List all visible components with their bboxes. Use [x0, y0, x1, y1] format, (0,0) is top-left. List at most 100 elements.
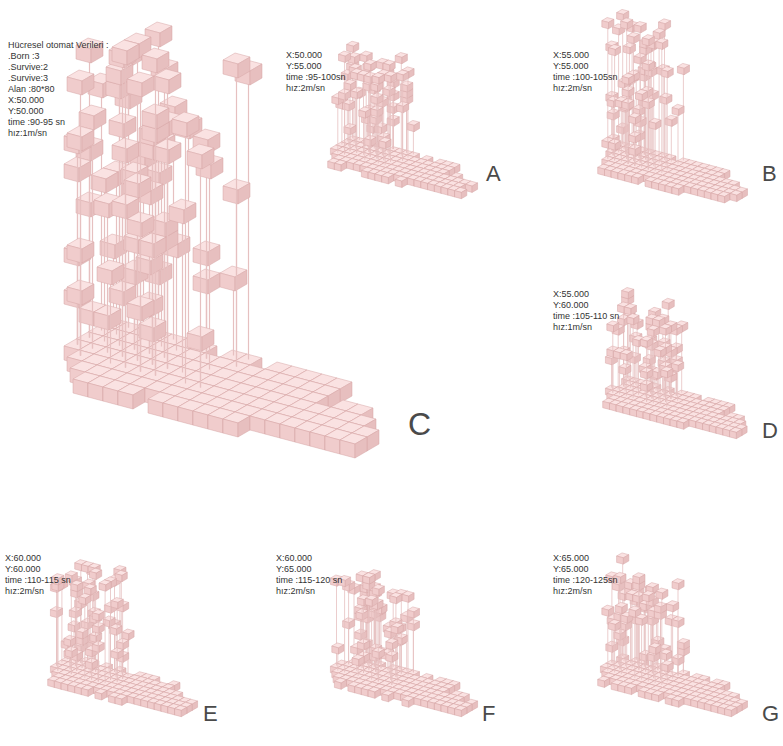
cube-side	[94, 109, 106, 130]
cube-side	[325, 436, 340, 454]
cube-side	[379, 75, 384, 85]
cube-side	[636, 134, 641, 144]
support-line	[618, 333, 619, 390]
cube-side	[602, 21, 609, 29]
cube-side	[97, 267, 112, 285]
cube-side	[371, 96, 378, 104]
cube-side	[371, 109, 378, 117]
cube-side	[624, 307, 631, 315]
support-line	[614, 53, 615, 160]
cube-side	[238, 57, 250, 78]
cube-side	[67, 287, 82, 305]
cube-side	[620, 353, 627, 361]
support-line	[612, 330, 613, 393]
cube-side	[403, 103, 408, 113]
cube-side	[391, 73, 397, 83]
cube-side	[630, 45, 635, 55]
support-line	[607, 26, 608, 158]
cube-side	[414, 180, 421, 188]
cube-side	[684, 186, 691, 194]
support-line	[652, 98, 653, 161]
cube-side	[629, 116, 636, 124]
support-line	[625, 104, 626, 154]
cube-side	[347, 162, 354, 170]
cube-side	[672, 117, 677, 127]
support-line	[408, 76, 409, 158]
cube-side	[82, 74, 94, 95]
cube-side	[649, 122, 656, 130]
cube-side	[82, 284, 94, 305]
cube-side	[345, 53, 350, 63]
cube-side	[133, 388, 145, 409]
support-line	[402, 79, 403, 161]
cube-side	[223, 186, 238, 204]
cube-side	[169, 73, 181, 94]
cube-side	[172, 119, 187, 137]
cube-side	[112, 145, 127, 163]
cube-side	[628, 289, 633, 299]
cube-side	[238, 183, 250, 204]
cube-side	[615, 100, 622, 108]
support-line	[233, 286, 234, 356]
cube-side	[142, 111, 157, 129]
support-line	[635, 341, 636, 385]
support-line	[364, 116, 365, 160]
cube-side	[169, 143, 181, 164]
cube-side	[94, 312, 109, 330]
cube-side	[187, 116, 199, 137]
cube-side	[627, 20, 632, 30]
cube-side	[223, 419, 238, 437]
cube-side	[677, 67, 684, 75]
cube-side	[634, 25, 641, 33]
cube-side	[355, 437, 367, 458]
cube-side	[665, 185, 672, 193]
cube-side	[636, 93, 643, 101]
cube-side	[421, 182, 428, 190]
cube-side	[609, 19, 614, 29]
cube-side	[375, 174, 382, 182]
cube-side	[154, 76, 169, 94]
cube-side	[371, 62, 376, 71]
cube-side	[656, 120, 661, 129]
cube-side	[615, 141, 620, 151]
cube-side	[127, 44, 139, 65]
cube-side	[718, 195, 725, 203]
cube-side	[73, 379, 88, 397]
cube-side	[367, 430, 379, 451]
cube-side	[332, 97, 339, 105]
cube-side	[455, 165, 460, 175]
cube-side	[622, 76, 629, 84]
cube-side	[603, 401, 610, 409]
automaton-model	[328, 41, 478, 199]
cube-side	[178, 407, 193, 425]
automaton-model	[603, 288, 747, 439]
cube-side	[607, 324, 614, 332]
cube-side	[609, 48, 616, 56]
cube-side	[310, 432, 325, 450]
cube-side	[614, 323, 619, 333]
cube-side	[403, 72, 408, 81]
support-line	[80, 90, 81, 356]
cube-side	[238, 416, 250, 437]
automaton-model	[64, 22, 379, 458]
cube-side	[605, 357, 612, 365]
cube-side	[127, 303, 142, 321]
cube-side	[615, 46, 620, 56]
cube-side	[649, 99, 654, 109]
support-line	[678, 113, 679, 163]
cube-side	[88, 383, 103, 401]
cube-side	[641, 23, 646, 33]
support-line	[393, 86, 394, 149]
support-line	[634, 361, 635, 380]
cube-side	[94, 200, 109, 218]
cube-side	[208, 415, 223, 433]
cube-side	[366, 109, 371, 119]
support-line	[655, 127, 656, 171]
cube-side	[202, 148, 214, 169]
cube-side	[409, 69, 414, 78]
automaton-model	[598, 9, 748, 203]
cube-side	[665, 21, 670, 30]
cube-side	[629, 88, 634, 98]
cube-side	[679, 106, 684, 115]
cube-side	[629, 75, 634, 84]
